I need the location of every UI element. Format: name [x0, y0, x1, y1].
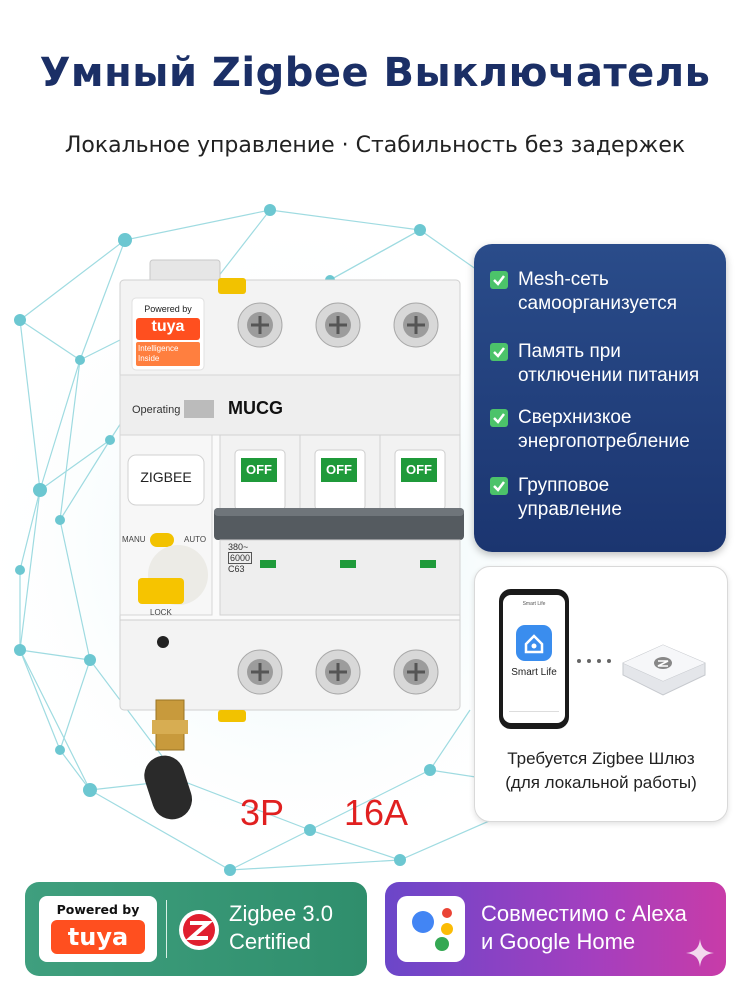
smart-life-app-icon — [516, 625, 552, 661]
badge-divider — [166, 900, 167, 958]
powered-by-label: Powered by — [144, 304, 192, 314]
badge-compat-text: Совместимо с Alexa и Google Home — [481, 900, 687, 956]
features-card: Mesh-сеть самоорганизуется Память при от… — [474, 244, 726, 552]
zigbee-certified-badge: Powered by tuya Zigbee 3.0 Certified — [25, 882, 367, 976]
poles-spec: 3P — [240, 792, 285, 833]
compat-line-1: Совместимо с Alexa — [481, 901, 687, 926]
check-icon — [490, 271, 508, 289]
feature-line: Сверхнизкое — [518, 407, 632, 428]
breaker-product-image: Powered by tuya Intelligence Inside Oper… — [110, 250, 470, 860]
zigbee-module-label: ZIGBEE — [140, 469, 192, 485]
gateway-caption-line-1: Требуется Zigbee Шлюз — [507, 749, 695, 768]
badge-line-2: Certified — [229, 929, 311, 954]
zigbee-hub-icon — [622, 644, 706, 696]
check-icon — [490, 343, 508, 361]
feature-line: отключении питания — [518, 365, 700, 386]
gateway-requirement-card: Smart Life Smart Life Требуется Zigbee Ш… — [474, 566, 728, 822]
model-label: MUCG — [228, 398, 283, 418]
auto-label: AUTO — [184, 535, 207, 544]
badge-line-1: Zigbee 3.0 — [229, 901, 333, 926]
phone-image: Smart Life Smart Life — [499, 589, 569, 729]
pole-2-off-label: OFF — [326, 462, 352, 477]
lock-label: LOCK — [150, 608, 172, 617]
feature-line: Mesh-сеть — [518, 269, 609, 290]
tuya-brand-label: tuya — [151, 318, 185, 335]
voice-assistant-badge: Совместимо с Alexa и Google Home — [385, 882, 726, 976]
sparkle-icon — [686, 939, 714, 967]
badge-tuya-brand: tuya — [51, 920, 145, 954]
current-spec: 16A — [344, 792, 409, 833]
badge-certified-text: Zigbee 3.0 Certified — [229, 900, 333, 956]
smart-life-app-label: Smart Life — [511, 667, 557, 678]
breaker-illustration — [119, 259, 464, 820]
tuya-badge-logo: Powered by tuya — [39, 896, 157, 962]
feature-line: энергопотребление — [518, 431, 690, 452]
rating-line-1: 380~ — [228, 542, 249, 552]
check-icon — [490, 477, 508, 495]
feature-line: Групповое — [518, 475, 610, 496]
page-title: Умный Zigbee Выключатель — [39, 50, 711, 96]
rating-line-2: 6000 — [228, 552, 253, 564]
operating-label: Operating — [132, 404, 181, 416]
tuya-tagline-2: Inside — [138, 354, 160, 363]
compat-line-2: и Google Home — [481, 929, 636, 954]
manu-label: MANU — [122, 535, 146, 544]
google-assistant-logo — [397, 896, 465, 962]
google-assistant-icon — [412, 908, 453, 951]
pole-1-off-label: OFF — [246, 462, 272, 477]
feature-line: Память при — [518, 341, 621, 362]
rating-line-3: C63 — [228, 564, 245, 574]
connection-dots — [577, 659, 611, 663]
feature-line: самоорганизуется — [518, 293, 678, 314]
phone-header: Smart Life — [522, 601, 546, 607]
tuya-tagline-1: Intelligence — [138, 344, 179, 353]
gateway-caption-line-2: (для локальной работы) — [505, 773, 697, 792]
pole-3-off-label: OFF — [406, 462, 432, 477]
badge-powered-by: Powered by — [56, 902, 140, 917]
page-subtitle: Локальное управление · Стабильность без … — [64, 133, 686, 158]
zigbee-logo-icon — [179, 910, 219, 950]
check-icon — [490, 409, 508, 427]
feature-line: управление — [518, 499, 622, 520]
